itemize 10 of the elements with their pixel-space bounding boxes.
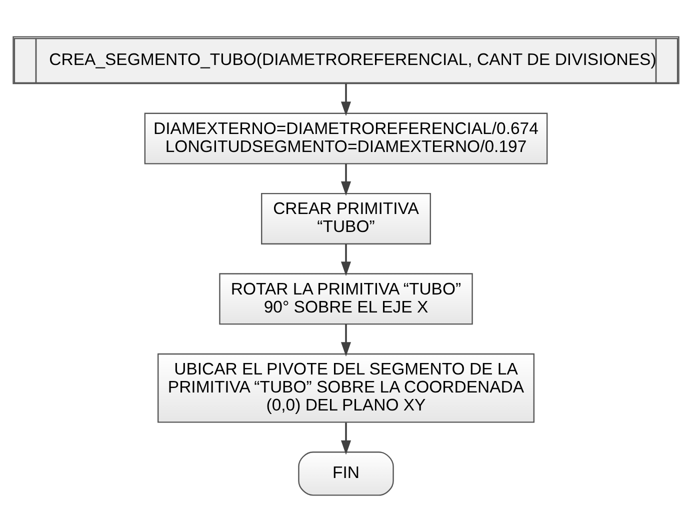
arrow — [340, 163, 352, 196]
node-box: ROTAR LA PRIMITIVA “TUBO” 90° SOBRE EL EJE X — [219, 272, 473, 324]
node-box: DIAMEXTERNO=DIAMETROREFERENCIAL/0.674 LONGITUDSEGMENTO=DIAMEXTERNO/0.197 — [144, 112, 548, 164]
arrow — [340, 244, 352, 276]
node-box: FIN — [298, 451, 394, 496]
arrow — [340, 324, 352, 356]
arrow — [340, 422, 352, 454]
node-box: UBICAR EL PIVOTE DEL SEGMENTO DE LA PRIMITIVA “TUBO” SOBRE LA COORDENADA (0,0) DEL PLANO XY — [157, 352, 535, 422]
arrow — [340, 83, 352, 116]
node-box: CREAR PRIMITIVA “TUBO” — [261, 192, 431, 244]
